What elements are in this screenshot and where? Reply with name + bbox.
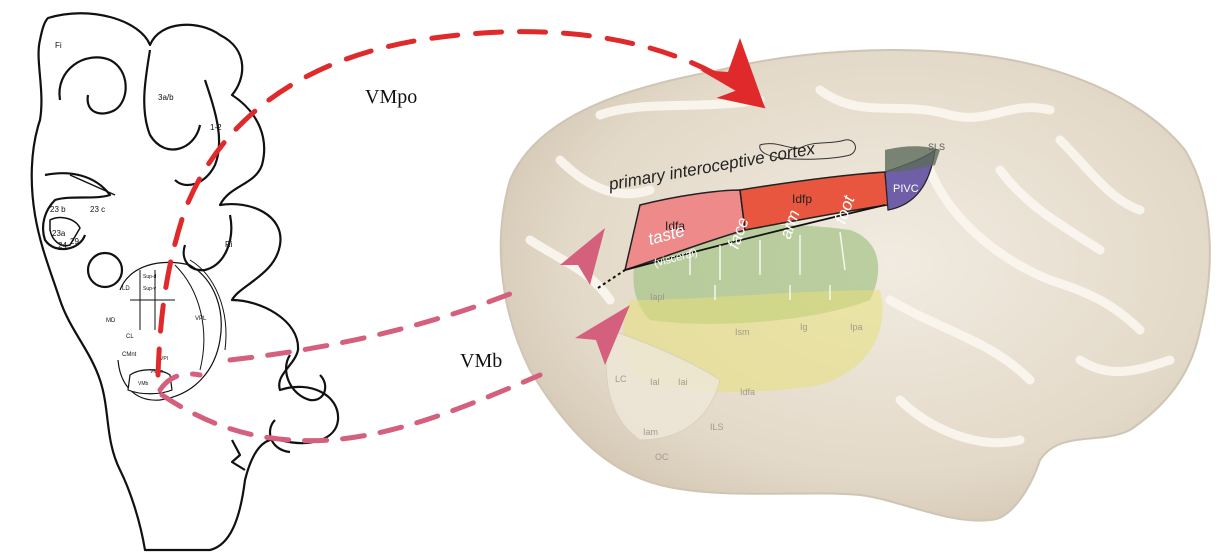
ipa-label: Ipa [850, 322, 863, 332]
supd-label: Sup-d [143, 274, 157, 280]
ial-label: Ial [650, 377, 660, 387]
24-label: 24 [58, 241, 67, 250]
iam-label: Iam [643, 427, 658, 437]
small-round-structure [88, 253, 122, 287]
supv-label: Sup-v [143, 286, 157, 292]
pivc-label: PIVC [893, 183, 919, 195]
iai-label: Iai [678, 377, 688, 387]
fi-label: Fi [55, 41, 62, 50]
oc-label: OC [655, 452, 669, 462]
idfa-faint-label: Idfa [740, 387, 755, 397]
sls-label: SLS [928, 142, 945, 152]
vmb-small-label: VMb [138, 381, 149, 387]
idfp-label: Idfp [792, 192, 812, 206]
coronal-section [32, 13, 338, 550]
cmnt-label: CMnt [122, 352, 137, 358]
ri-label: Ri [225, 240, 233, 249]
lc-label: LC [615, 374, 627, 384]
23a-label: 23a [52, 229, 66, 238]
3ab-label: 3a/b [158, 93, 174, 102]
ld-label: LD [122, 286, 130, 292]
23c-label: 23 c [90, 205, 105, 214]
ism-label: Ism [735, 327, 750, 337]
23b-label: 23 b [50, 205, 66, 214]
vpl-label: VPL [195, 316, 207, 322]
cl-label: CL [126, 334, 134, 340]
md-label: MD [106, 318, 116, 324]
vmb-pathway-label: VMb [460, 350, 502, 372]
iapl-label: Iapl [650, 292, 665, 302]
ils-label: ILS [710, 422, 724, 432]
12-label: 1-2 [210, 123, 222, 132]
29-label: 29 [70, 237, 79, 246]
brain-sagittal-view [501, 50, 1210, 521]
vmpo-pathway-label: VMpo [365, 86, 417, 108]
ig-label: Ig [800, 322, 808, 332]
coronal-outline [32, 13, 338, 550]
